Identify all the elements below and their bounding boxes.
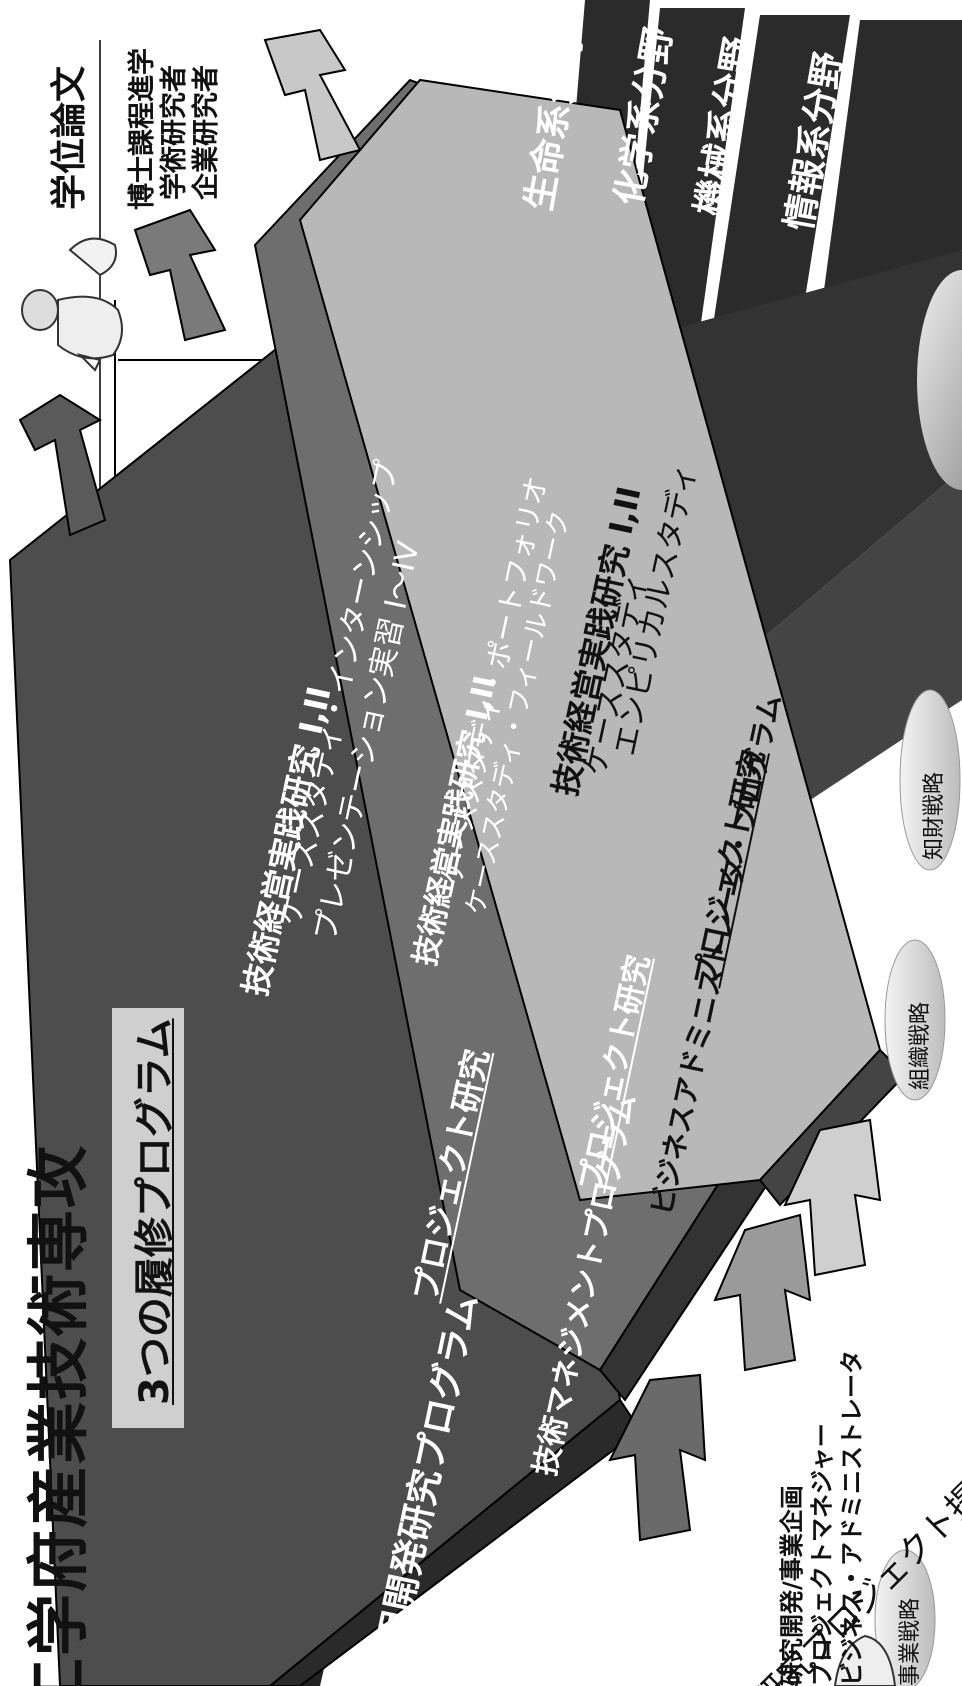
target-3: 企業研究者 <box>191 65 222 200</box>
oval-2 <box>884 939 946 1101</box>
field-stripe-4 <box>820 20 962 320</box>
arrow-bottom-3 <box>783 1118 882 1277</box>
bubble <box>917 270 962 490</box>
page-title: 工学府産業技術専攻 <box>22 1143 95 1686</box>
oval-3 <box>899 689 961 871</box>
career-3: ビジネス・アドミニストレータ <box>838 1350 866 1686</box>
arrow-bottom-1 <box>608 1373 707 1542</box>
arrow-top-3 <box>263 28 362 162</box>
field-stripe-3 <box>710 15 850 345</box>
oval-1 <box>874 1549 936 1686</box>
arrowheads-bottom <box>608 1118 882 1542</box>
arrow-bottom-2 <box>713 1213 812 1372</box>
thesis-heading: 学位論文 <box>49 65 90 210</box>
program-subtitle: 3つの履修プログラム <box>132 1018 178 1405</box>
arrow-top-2 <box>133 208 227 342</box>
strategy-label-3: 知財戦略 <box>922 771 947 860</box>
strategy-label-2: 組織戦略 <box>908 1001 933 1090</box>
person-bottom-illustration <box>833 1634 897 1686</box>
subtitle-box <box>112 1008 184 1428</box>
person-top-illustration <box>21 237 123 372</box>
arrowheads-top <box>18 28 362 537</box>
arrow-top-1 <box>18 393 107 537</box>
strategy-label-1: 事業戦略 <box>898 1597 923 1686</box>
strategy-ovals <box>874 689 961 1686</box>
